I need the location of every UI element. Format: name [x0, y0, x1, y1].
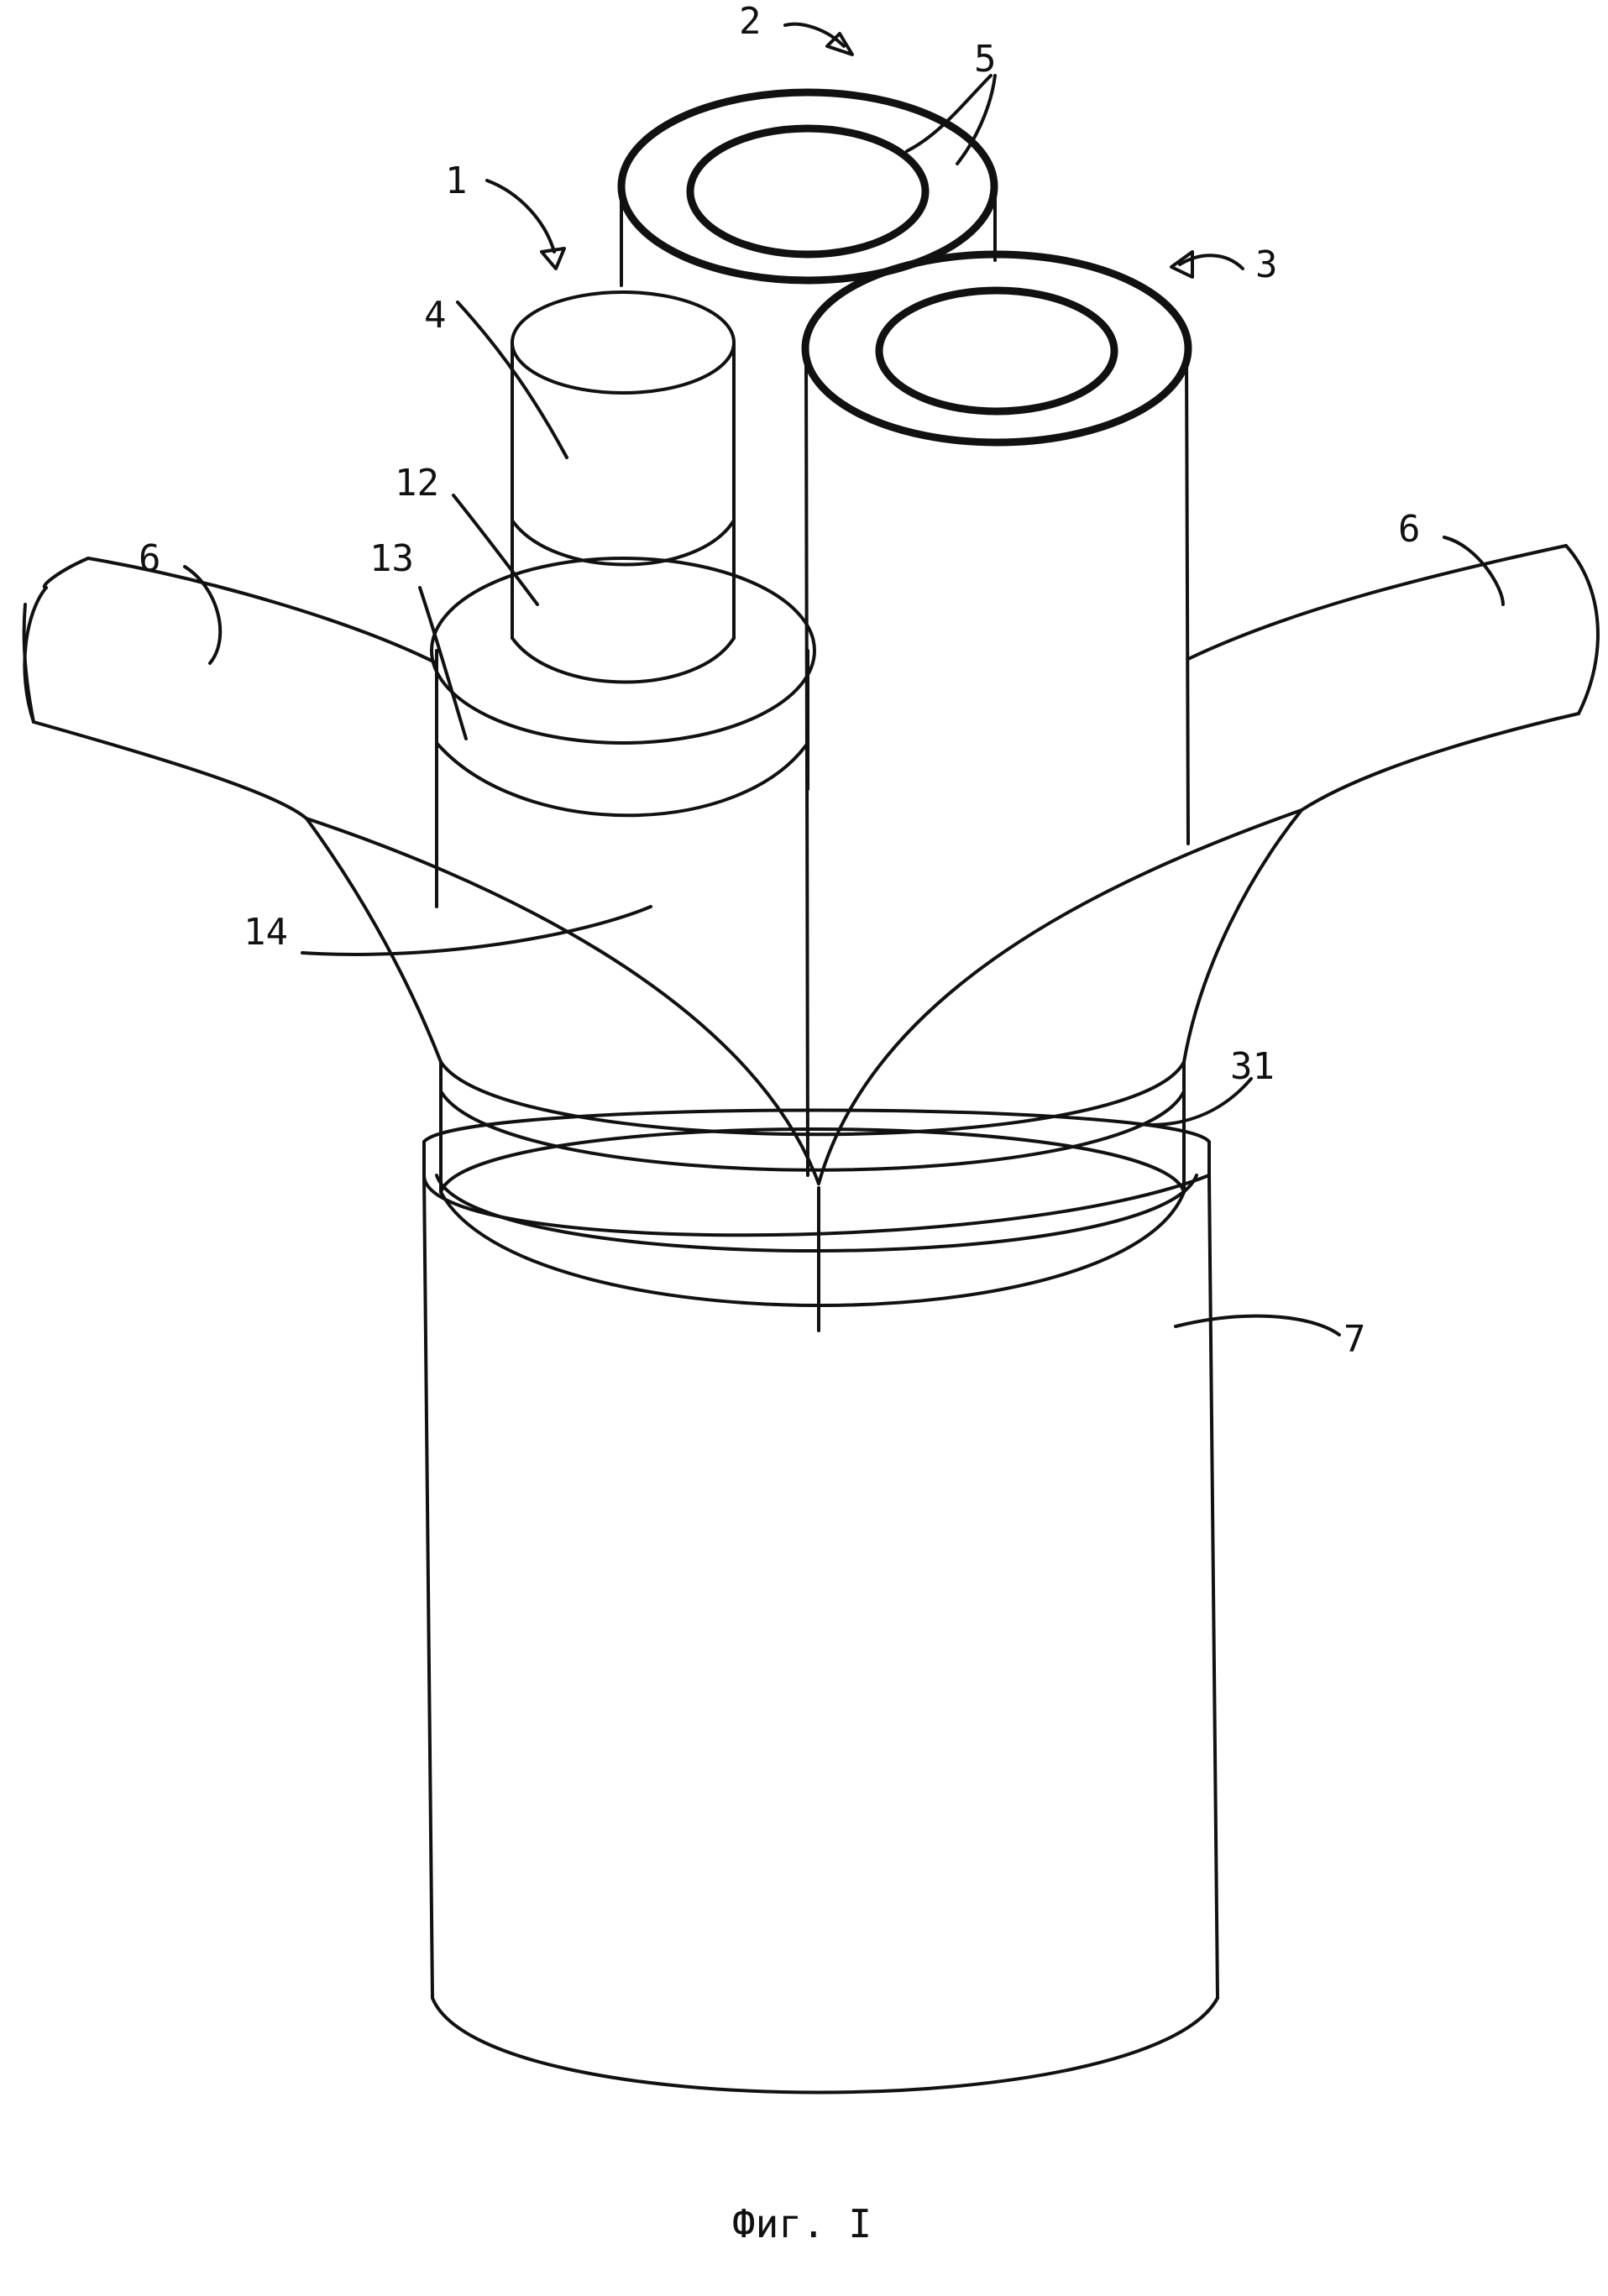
label-6-left: 6 — [139, 537, 161, 580]
left-filler-6 — [24, 558, 437, 819]
label-3: 3 — [1255, 243, 1278, 286]
label-31: 31 — [1230, 1045, 1275, 1088]
label-12: 12 — [395, 462, 439, 505]
right-filler-6 — [1188, 546, 1598, 810]
label-1: 1 — [445, 160, 468, 202]
conductor-3 — [805, 254, 1188, 1175]
label-4: 4 — [424, 294, 447, 337]
label-13: 13 — [369, 537, 414, 580]
reference-labels: 1 2 3 4 5 6 6 7 12 13 14 31 — [139, 0, 1421, 1361]
figure-caption: Фиг. I — [732, 2201, 872, 2246]
label-14: 14 — [244, 911, 288, 954]
leader-lines — [185, 24, 1503, 1335]
label-5: 5 — [974, 38, 997, 81]
conductor-1 — [432, 292, 814, 907]
outer-jacket — [424, 1111, 1218, 2093]
label-7: 7 — [1343, 1318, 1366, 1361]
binder-band — [441, 1062, 1184, 1331]
label-6-right: 6 — [1398, 508, 1421, 551]
label-2: 2 — [739, 0, 762, 43]
